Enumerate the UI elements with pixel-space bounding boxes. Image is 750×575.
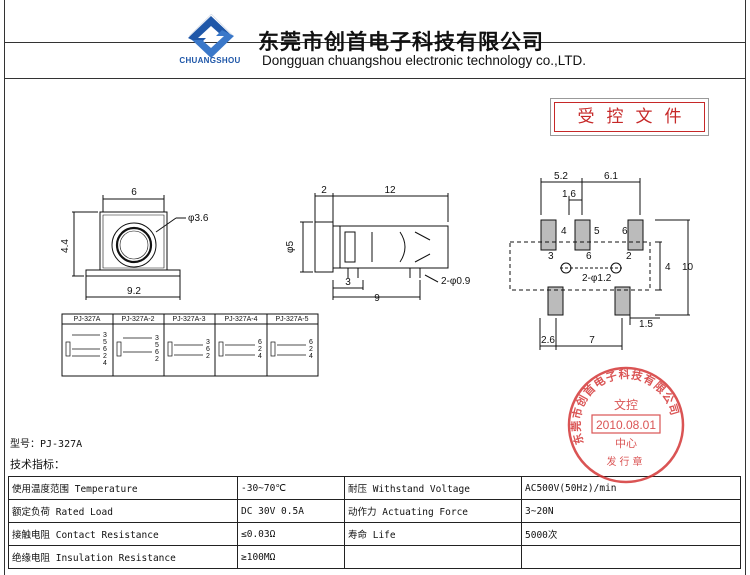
table-row: 使用温度范围 Temperature -30~70℃ 耐压 Withstand … <box>8 476 741 500</box>
document-frame <box>4 0 746 575</box>
spec-cell <box>521 545 741 569</box>
v4-pin: 4 <box>258 353 262 360</box>
front-view <box>72 195 186 300</box>
dim-fp-7: 7 <box>589 335 595 346</box>
v5-pin: 2 <box>309 346 313 353</box>
company-name-cn: 东莞市创首电子科技有限公司 <box>258 30 544 54</box>
controlled-doc-frame <box>550 98 709 136</box>
variant-header-5: PJ-327A-5 <box>275 316 308 323</box>
logo-wordmark: CHUANGSHOU <box>179 56 241 65</box>
dim-front-base: 9.2 <box>127 286 141 297</box>
pad-label-2: 5 <box>594 226 600 237</box>
pad-label-6: 2 <box>626 251 632 262</box>
dim-side-top: 2 <box>321 185 327 196</box>
v2-pin: 2 <box>155 356 159 363</box>
dim-fp-6-1: 6.1 <box>604 171 618 182</box>
spec-cell <box>344 545 522 569</box>
stamp-date: 2010.08.01 <box>596 418 656 432</box>
header-rule-top <box>4 42 746 43</box>
dim-side-pin: 2-φ0.9 <box>441 276 471 287</box>
v2-pin: 3 <box>155 335 159 342</box>
dim-fp-1-6: 1.6 <box>562 189 576 200</box>
dim-side-9: 9 <box>374 293 380 304</box>
v4-pin: 2 <box>258 346 262 353</box>
v4-pin: 6 <box>258 339 262 346</box>
spec-cell: 寿命 Life <box>344 522 522 546</box>
pad-label-4: 3 <box>548 251 554 262</box>
v1-pin: 2 <box>103 353 107 360</box>
spec-cell: 接触电阻 Contact Resistance <box>8 522 238 546</box>
spec-table: 使用温度范围 Temperature -30~70℃ 耐压 Withstand … <box>8 476 741 569</box>
pad-label-1: 4 <box>561 226 567 237</box>
stamp-title: 文控 <box>614 397 638 412</box>
stamp-center: 中心 <box>615 437 637 450</box>
spec-cell: 3~20N <box>521 499 741 523</box>
dim-front-width: 6 <box>131 187 137 198</box>
spec-cell: 耐压 Withstand Voltage <box>344 476 522 500</box>
dim-front-height: 4.4 <box>60 239 71 253</box>
controlled-doc-label: 受控文件 <box>554 102 705 132</box>
v1-pin: 5 <box>103 339 107 346</box>
variant-header-2: PJ-327A-2 <box>121 316 154 323</box>
table-row: 额定负荷 Rated Load DC 30V 0.5A 动作力 Actuatin… <box>8 499 741 523</box>
stamp-footer: 发行章 <box>607 455 646 468</box>
v5-pin: 6 <box>309 339 313 346</box>
variant-schematic-table <box>61 313 319 377</box>
v3-pin: 6 <box>206 346 210 353</box>
spec-cell: DC 30V 0.5A <box>237 499 345 523</box>
v5-pin: 4 <box>309 353 313 360</box>
dim-side-length: 12 <box>384 185 396 196</box>
tech-spec-title: 技术指标： <box>10 458 65 471</box>
v3-pin: 2 <box>206 353 210 360</box>
pad-label-3: 6 <box>622 226 628 237</box>
spec-cell: -30~70℃ <box>237 476 345 500</box>
technical-drawing: 6 φ3.6 4.4 9.2 2 12 φ5 3 9 2-φ0.9 5.2 6.… <box>60 171 694 377</box>
chuangshou-logo-icon <box>188 14 234 59</box>
header-rule-bottom <box>4 78 746 79</box>
spec-cell: 绝缘电阻 Insulation Resistance <box>8 545 238 569</box>
pcb-footprint <box>509 178 690 350</box>
dim-fp-5-2: 5.2 <box>554 171 568 182</box>
dim-fp-10: 10 <box>682 262 694 273</box>
v1-pin: 4 <box>103 360 107 367</box>
company-name-en: Dongguan chuangshou electronic technolog… <box>262 53 586 68</box>
dim-side-dia: φ5 <box>285 241 296 253</box>
variant-header-3: PJ-327A-3 <box>172 316 205 323</box>
spec-cell: ≤0.03Ω <box>237 522 345 546</box>
dim-fp-2-6: 2.6 <box>541 335 555 346</box>
table-row: 绝缘电阻 Insulation Resistance ≥100MΩ <box>8 545 741 569</box>
dim-front-dia: φ3.6 <box>188 213 209 224</box>
dim-fp-4: 4 <box>665 262 671 273</box>
v2-pin: 5 <box>155 342 159 349</box>
variant-header-1: PJ-327A <box>74 316 101 323</box>
dim-fp-1-5: 1.5 <box>639 319 653 330</box>
document-control-stamp-icon: 东莞市创首电子科技有限公司 文控 2010.08.01 中心 发行章 <box>567 366 685 484</box>
dim-side-3: 3 <box>345 277 351 288</box>
dim-fp-hole: 2-φ1.2 <box>582 273 612 284</box>
spec-cell: 使用温度范围 Temperature <box>8 476 238 500</box>
variant-header-4: PJ-327A-4 <box>224 316 257 323</box>
v3-pin: 3 <box>206 339 210 346</box>
spec-cell: ≥100MΩ <box>237 545 345 569</box>
spec-cell: 额定负荷 Rated Load <box>8 499 238 523</box>
pad-label-5: 6 <box>586 251 592 262</box>
v2-pin: 6 <box>155 349 159 356</box>
spec-cell: 5000次 <box>521 522 741 546</box>
v1-pin: 6 <box>103 346 107 353</box>
spec-cell: 动作力 Actuating Force <box>344 499 522 523</box>
side-view <box>300 193 449 300</box>
table-row: 接触电阻 Contact Resistance ≤0.03Ω 寿命 Life 5… <box>8 522 741 546</box>
v1-pin: 3 <box>103 332 107 339</box>
model-number: 型号：PJ-327A <box>10 439 83 450</box>
